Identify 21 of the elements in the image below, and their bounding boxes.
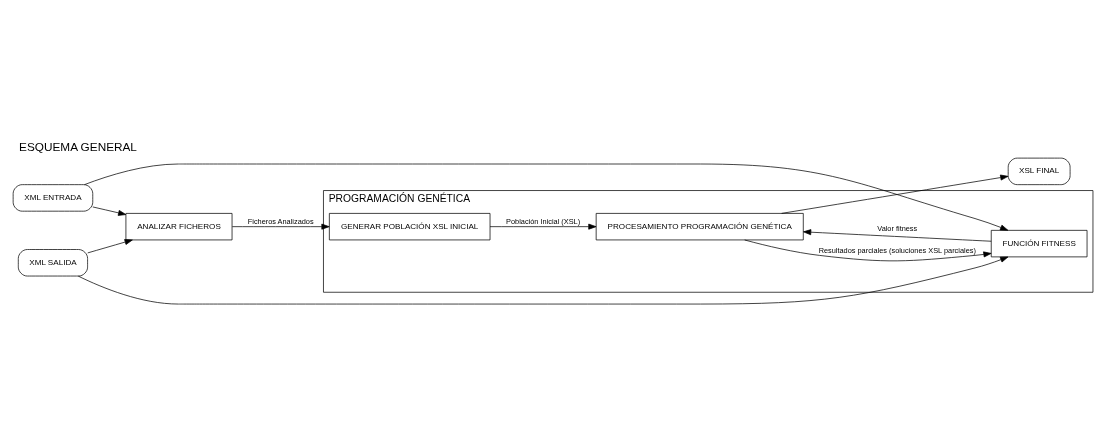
node-box: XML SALIDA	[17, 249, 88, 277]
node-box: FUNCIÓN FITNESS	[990, 229, 1088, 258]
node-box: PROCESAMIENTO PROGRAMACIÓN GENÉTICA	[595, 213, 804, 241]
arrow	[92, 206, 127, 216]
arrow	[84, 163, 1009, 231]
arrow	[87, 239, 133, 254]
node-box: XSL FINAL	[1007, 157, 1071, 185]
arrow	[803, 229, 992, 242]
edge-label: Ficheros Analizados	[247, 217, 314, 227]
diagram-title: ESQUEMA GENERAL	[19, 140, 137, 154]
node-box: GENERAR POBLACIÓN XSL INICIAL	[329, 213, 491, 241]
edge-label: Valor fitness	[877, 224, 918, 234]
arrow	[744, 239, 992, 262]
arrow	[781, 174, 1009, 214]
node-box: ANALIZAR FICHEROS	[125, 213, 233, 241]
node-box: XML ENTRADA	[12, 184, 94, 212]
arrow	[489, 223, 597, 230]
edge-label: Población Inicial (XSL)	[506, 217, 581, 227]
arrow	[231, 223, 330, 230]
arrow	[77, 256, 1009, 305]
edge-label: Resultados parciales (soluciones XSL parciales)	[818, 246, 976, 256]
